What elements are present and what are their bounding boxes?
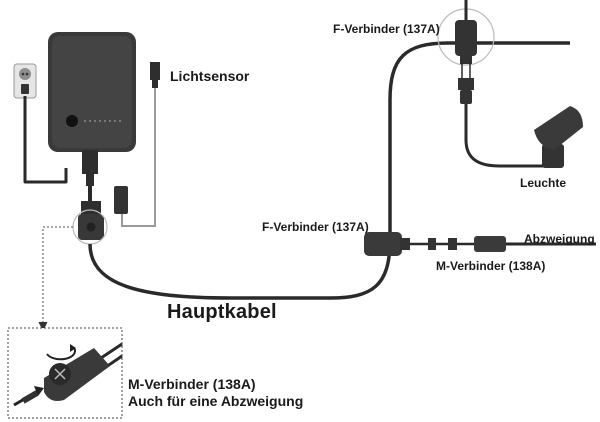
f-connector-middle-label: F-Verbinder (137A): [262, 220, 369, 234]
m-connector-detail-label: M-Verbinder (138A): [128, 376, 256, 392]
wall-socket-icon: [13, 63, 37, 99]
f-connector-top-label: F-Verbinder (137A): [333, 22, 440, 36]
lamp-label: Leuchte: [520, 176, 567, 190]
transformer-unit: [48, 32, 136, 186]
m-connector-branch-label: M-Verbinder (138A): [436, 259, 546, 273]
lamp-icon: [534, 106, 583, 168]
sensor-wire: [121, 88, 156, 227]
main-cable: [88, 41, 570, 300]
main-cable-label: Hauptkabel: [167, 301, 277, 323]
rotate-arrow-icon: [46, 347, 76, 361]
f-connector-middle: [364, 232, 428, 256]
branch-label: Abzweigung: [524, 232, 595, 246]
m-connector-detail-note: Auch für eine Abzweigung: [128, 393, 304, 409]
detail-box: [7, 327, 123, 419]
f-connector-top: [437, 0, 495, 104]
lamp-cable: [464, 104, 553, 168]
detail-leader: [42, 226, 73, 328]
m-connector-branch: [428, 236, 506, 252]
detail-connector-body: [44, 348, 110, 401]
sensor-connector: [114, 186, 128, 214]
light-sensor-label: Lichtsensor: [170, 68, 250, 84]
power-cord: [23, 96, 68, 184]
light-sensor-plug: [150, 62, 160, 88]
m-connector-transformer: [78, 201, 104, 240]
